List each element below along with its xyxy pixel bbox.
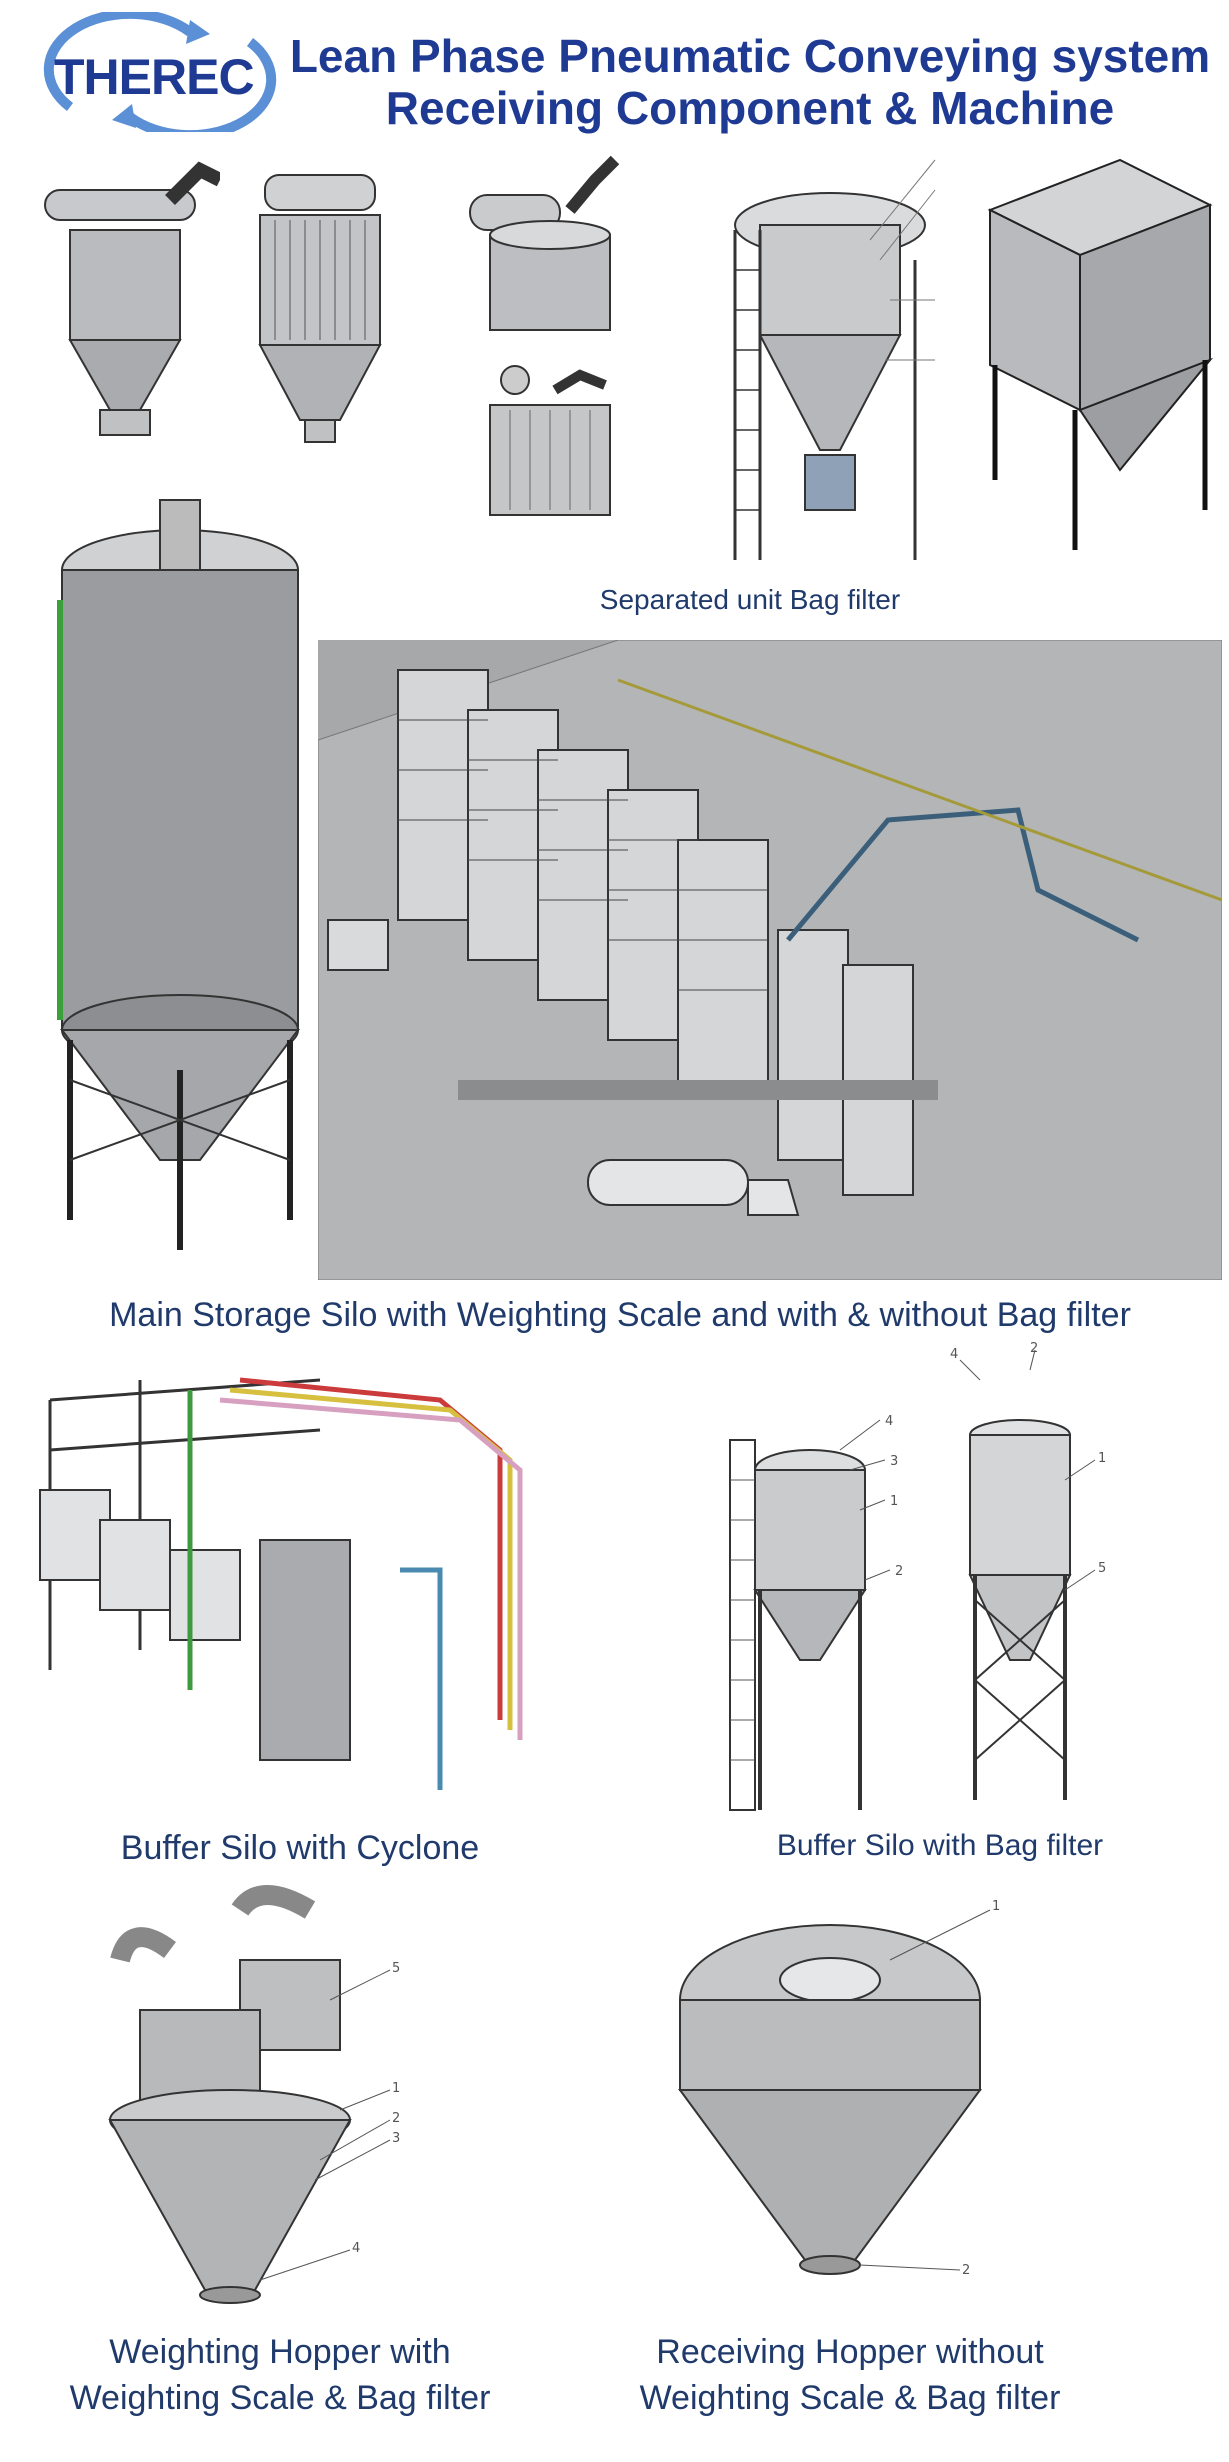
page-title-line2: Receiving Component & Machine bbox=[385, 82, 1115, 134]
buffer-silo-cyclone-plant bbox=[20, 1370, 550, 1790]
callout-a-1: 4 bbox=[885, 1414, 893, 1429]
receiver-unit-2 bbox=[250, 170, 390, 450]
callout-wh-2: 1 bbox=[392, 2081, 400, 2096]
receiver-unit-3 bbox=[460, 150, 620, 350]
callout-a-2: 3 bbox=[890, 1454, 898, 1469]
receiver-unit-4 bbox=[460, 360, 620, 530]
receiver-unit-1 bbox=[30, 160, 220, 450]
receiving-hopper: 1 2 bbox=[640, 1880, 1060, 2310]
brand-logo: THEREC bbox=[40, 12, 280, 132]
callout-a-4: 2 bbox=[895, 1564, 903, 1579]
callout-a-3: 1 bbox=[890, 1494, 898, 1509]
caption-weighting-hopper-line2: Weighting Scale & Bag filter bbox=[69, 2379, 491, 2417]
weighting-hopper: 5 1 2 3 4 bbox=[90, 1880, 470, 2320]
buffer-silo-bag-filter-a: 4 3 1 2 bbox=[720, 1400, 920, 1820]
callout-b-1: 2 bbox=[1030, 1341, 1038, 1356]
caption-weighting-hopper-line1: Weighting Hopper with bbox=[109, 2333, 451, 2371]
bag-filter-round bbox=[720, 150, 950, 570]
main-storage-silo bbox=[50, 460, 310, 1260]
callout-rh-1: 1 bbox=[992, 1899, 1000, 1914]
page-title-line1: Lean Phase Pneumatic Conveying system bbox=[289, 30, 1211, 82]
caption-buffer-bag: Buffer Silo with Bag filter bbox=[776, 1829, 1104, 1862]
caption-main-silo: Main Storage Silo with Weighting Scale a… bbox=[109, 1296, 1131, 1334]
callout-wh-4: 3 bbox=[392, 2131, 400, 2146]
logo-text: THEREC bbox=[54, 49, 255, 105]
callout-b-3: 1 bbox=[1098, 1451, 1106, 1466]
callout-wh-5: 4 bbox=[352, 2241, 360, 2256]
buffer-silo-bag-filter-b: 2 4 1 5 bbox=[940, 1340, 1140, 1810]
caption-bag-filter: Separated unit Bag filter bbox=[599, 584, 901, 615]
callout-b-4: 5 bbox=[1098, 1561, 1106, 1576]
callout-wh-1: 5 bbox=[392, 1961, 400, 1976]
callout-rh-2: 2 bbox=[962, 2263, 970, 2278]
callout-wh-3: 2 bbox=[392, 2111, 400, 2126]
caption-receiving-hopper-line2: Weighting Scale & Bag filter bbox=[639, 2379, 1061, 2417]
callout-b-2: 4 bbox=[950, 1347, 958, 1362]
silo-farm-layout bbox=[318, 640, 1222, 1280]
bag-filter-square bbox=[970, 150, 1220, 560]
caption-receiving-hopper-line1: Receiving Hopper without bbox=[656, 2333, 1044, 2371]
caption-buffer-cyclone: Buffer Silo with Cyclone bbox=[120, 1829, 480, 1867]
